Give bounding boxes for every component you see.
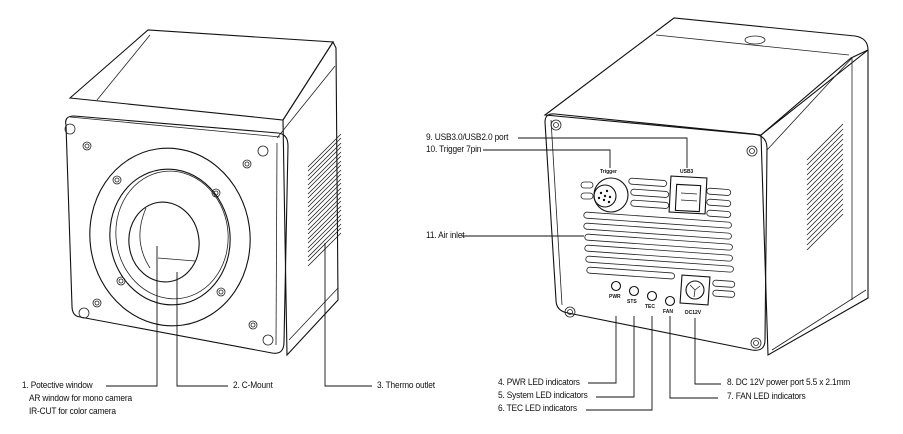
fan-led <box>664 295 676 307</box>
rear-plate <box>544 113 768 351</box>
callout-6-label: 6. TEC LED indicators <box>498 403 577 414</box>
callout-2-label: 2. C-Mount <box>233 380 273 391</box>
leader-line-10 <box>483 149 611 168</box>
trigger-marking: Trigger <box>600 169 617 175</box>
corner-hole <box>262 334 274 346</box>
rear-camera-body: Trigger USB3 PWR STS TEC FAN DC12V <box>543 17 869 356</box>
callout-1-subline-2: IR-CUT for color camera <box>29 406 116 417</box>
screw-set <box>82 141 258 330</box>
tec-marking: TEC <box>645 304 655 310</box>
callout-1-label: 1. Potective window <box>22 380 93 391</box>
front-plate <box>65 115 289 354</box>
front-leader-lines <box>106 243 372 387</box>
pwr-marking: PWR <box>609 294 621 300</box>
rear-side-vents <box>806 123 844 251</box>
pwr-led <box>610 280 622 292</box>
sts-led <box>628 285 640 297</box>
front-camera-top-face <box>68 29 334 121</box>
leader-line-1 <box>106 246 158 387</box>
c-mount-inner-ring <box>109 168 231 306</box>
callout-11-label: 11. Air inlet <box>426 230 465 241</box>
callout-9-label: 9. USB3.0/USB2.0 port <box>426 132 509 143</box>
corner-hole <box>257 145 269 157</box>
callout-4-label: 4. PWR LED indicators <box>498 377 580 388</box>
corner-hole <box>78 307 90 319</box>
leader-line-4 <box>588 316 617 384</box>
rear-leader-lines <box>462 137 721 411</box>
dc-power-jack <box>679 274 711 306</box>
callout-8-label: 8. DC 12V power port 5.5 x 2.1mm <box>727 377 851 388</box>
leader-line-8 <box>694 318 721 385</box>
c-mount-outer-ring <box>89 147 251 327</box>
fan-marking: FAN <box>663 309 673 315</box>
rear-camera-side-face <box>760 49 869 356</box>
callout-10-label: 10. Trigger 7pin <box>426 144 482 155</box>
air-inlet-slots <box>580 177 736 298</box>
callout-7-label: 7. FAN LED indicators <box>727 391 806 402</box>
led-indicators <box>610 280 676 307</box>
tec-led <box>646 290 658 302</box>
trigger-connector <box>593 177 629 213</box>
usb-port <box>668 175 708 215</box>
protective-window <box>128 201 200 283</box>
front-camera-side-face <box>282 40 339 357</box>
leader-line-2 <box>176 272 228 387</box>
rear-screw-set <box>550 119 762 349</box>
leader-line-3 <box>324 243 372 387</box>
leader-line-7 <box>669 316 718 399</box>
leader-line-6 <box>586 316 653 411</box>
leader-line-9 <box>518 137 688 168</box>
front-camera-body <box>64 29 342 357</box>
thermo-outlet-vents <box>307 133 342 267</box>
leader-line-5 <box>596 316 635 398</box>
callout-3-label: 3. Thermo outlet <box>377 380 435 391</box>
mount-hole <box>744 35 766 45</box>
corner-hole <box>64 123 76 135</box>
sts-marking: STS <box>627 299 637 305</box>
callout-1-subline-1: AR window for mono camera <box>29 393 132 404</box>
dc-marking: DC12V <box>685 310 702 316</box>
usb-marking: USB3 <box>680 169 694 175</box>
callout-5-label: 5. System LED indicators <box>498 390 588 401</box>
